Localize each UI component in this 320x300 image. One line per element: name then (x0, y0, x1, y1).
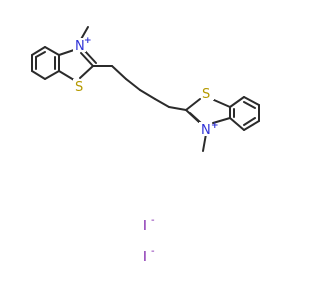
iodide-charge: - (151, 215, 155, 226)
bond (79, 65, 94, 79)
bond (44, 70, 60, 80)
bond (154, 98, 170, 108)
bond (212, 117, 231, 124)
bond (243, 120, 260, 131)
bond (125, 78, 141, 91)
atom-labels: N + S S N + (73, 36, 219, 138)
butane-linker (111, 65, 187, 111)
bond (185, 98, 201, 111)
bond (80, 52, 94, 67)
bond (243, 96, 260, 106)
bond (44, 46, 60, 56)
bond (58, 49, 75, 56)
bond (111, 65, 127, 80)
double-bond (243, 101, 256, 109)
structure-canvas: N + S S N + I - I - (31, 26, 260, 265)
bond (31, 70, 46, 80)
double-bond (189, 112, 202, 124)
bond (229, 117, 245, 131)
bond (139, 89, 156, 100)
bond (31, 46, 46, 56)
molecule-drawing: N + S S N + I - I - (31, 26, 260, 265)
left-benzothiazolium (31, 26, 113, 81)
sulfur-label-left: S (75, 80, 83, 95)
nitrogen-label-left: N (75, 39, 85, 54)
iodide-symbol: I (143, 250, 147, 265)
counterions: I - I - (143, 215, 155, 265)
bond (58, 70, 75, 81)
bond (229, 96, 245, 108)
double-bond (83, 49, 97, 64)
nitrogen-label-right: N (201, 123, 211, 138)
charge-label: + (211, 121, 219, 131)
double-bond (35, 51, 46, 58)
right-benzothiazolium (185, 96, 260, 152)
iodide-symbol: I (143, 219, 147, 234)
charge-label: + (84, 36, 92, 46)
bond (213, 99, 231, 108)
bond (168, 106, 187, 111)
double-bond (243, 117, 256, 126)
methyl-bond (202, 133, 207, 152)
sulfur-label-right: S (202, 87, 210, 102)
iodide-charge: - (151, 246, 155, 257)
